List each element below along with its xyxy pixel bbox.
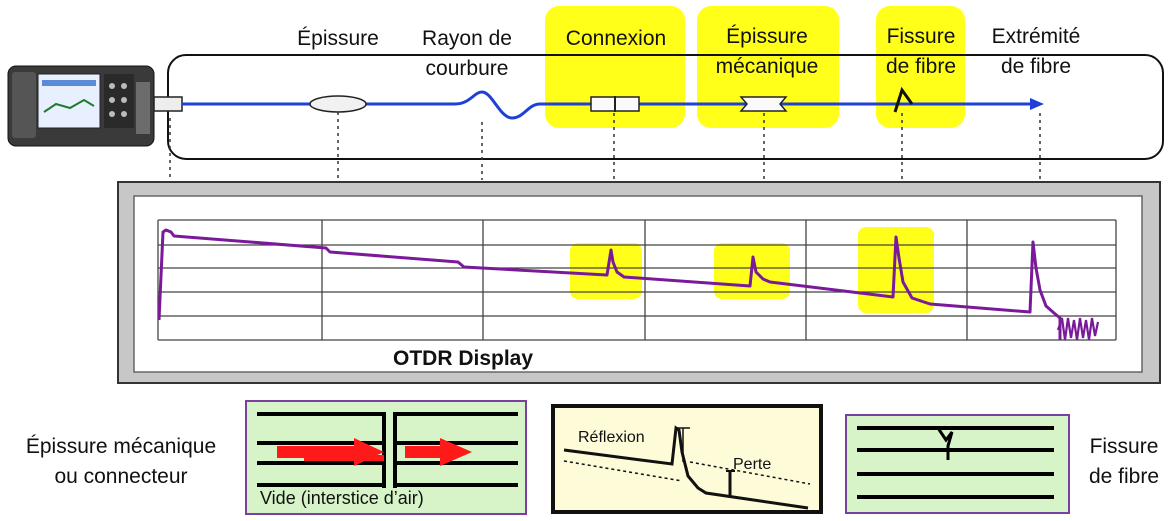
- label-fiber-end: Extrémité de fibre: [991, 25, 1081, 78]
- splice-shape: [309, 95, 367, 113]
- gap-caption: Vide (interstice d’air): [260, 488, 424, 508]
- otdr-device-icon: [7, 65, 155, 147]
- launch-connector: [153, 96, 183, 112]
- loss-label: Perte: [733, 456, 772, 473]
- mechanical-splice-shape: [739, 96, 788, 112]
- guide-lines: [169, 112, 1041, 180]
- fiber-end-arrow: [1030, 98, 1044, 110]
- label-splice: Épissure: [297, 27, 379, 50]
- break-crack-mark: [936, 427, 954, 460]
- otdr-grid: [157, 219, 1117, 341]
- otdr-noise: [1056, 317, 1100, 341]
- label-bend-radius: Rayon de courbure: [422, 27, 512, 80]
- label-mechanical-splice-connector: Épissure mécanique ou connecteur: [25, 435, 217, 488]
- reflection-label: Réflexion: [578, 429, 645, 446]
- connector-shape: [590, 96, 640, 112]
- gap-fibers: [257, 412, 518, 488]
- break-fibers: [857, 426, 1054, 499]
- label-fiber-break-bottom: Fissure de fibre: [1088, 435, 1160, 488]
- fiber-break-mark: [893, 86, 914, 113]
- label-connection: Connexion: [565, 27, 667, 50]
- label-fiber-break: Fissure de fibre: [885, 25, 957, 78]
- trace-highlight-connection: [570, 243, 642, 299]
- reflection-panel: [551, 404, 823, 514]
- reflection-graph: [563, 425, 811, 510]
- fiber-line: [182, 90, 1030, 120]
- label-mechanical-splice: Épissure mécanique: [715, 25, 819, 78]
- gap-arrows: [277, 438, 472, 466]
- otdr-trace: [157, 228, 1062, 340]
- fiber-break-highlight: [876, 6, 965, 128]
- otdr-display-title: OTDR Display: [393, 347, 534, 370]
